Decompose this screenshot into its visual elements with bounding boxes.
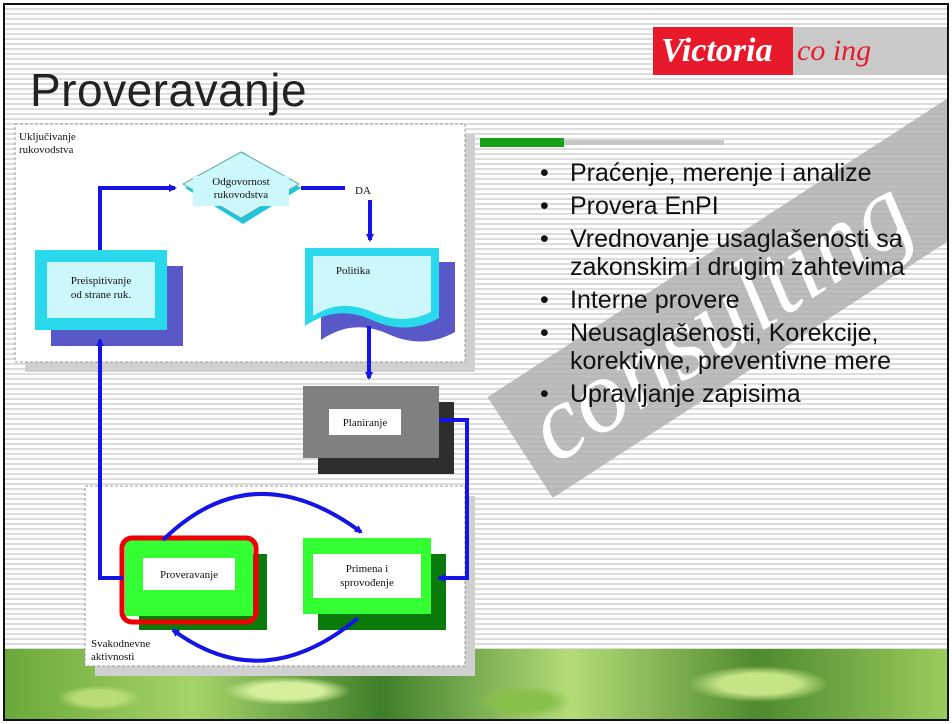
arrow-planiranje-to-primena [437, 418, 469, 582]
label-planiranje: Planiranje [343, 417, 388, 429]
bullet-item: Provera EnPI [540, 192, 920, 220]
label-preispitivanje-1: Preispitivanje [71, 275, 132, 287]
bullet-item: Neusaglašenosti, Korekcije, korektivne, … [540, 319, 920, 375]
logo-brand: Victoria [653, 27, 793, 75]
bullet-item: Praćenje, merenje i analize [540, 159, 920, 187]
slide-title: Proveravanje [30, 64, 308, 116]
label-svakodnevne-2: aktivnosti [91, 651, 134, 663]
label-odgovornost-1: Odgovornost [212, 176, 269, 188]
arrow-preispitivanje-to-odgovornost [98, 184, 177, 250]
label-svakodnevne-1: Svakodnevne [91, 638, 150, 650]
label-preispitivanje-2: od strane ruk. [71, 289, 131, 301]
label-odgovornost-2: rukovodstva [214, 189, 269, 201]
label-primena-2: sprovođenje [340, 577, 394, 589]
slide: consulting Victoria co ing Proveravanje … [3, 3, 949, 721]
primena-inner [313, 554, 421, 598]
proveravanje-inner [143, 558, 235, 590]
label-politika: Politika [336, 265, 370, 277]
label-proveravanje: Proveravanje [160, 569, 218, 581]
bullet-list: Praćenje, merenje i analize Provera EnPI… [540, 159, 920, 413]
accent-grey-bar [564, 140, 724, 145]
logo-suffix: co ing [793, 27, 947, 75]
bullet-item: Vrednovanje usaglašenosti sa zakonskim i… [540, 225, 920, 281]
arrow-proveravanje-to-preispitivanje [96, 338, 123, 580]
label-primena-1: Primena i [346, 563, 388, 575]
bullet-item: Interne provere [540, 286, 920, 314]
diamond-text-bg [193, 176, 289, 206]
label-da: DA [355, 185, 371, 197]
label-ukljucivanje-1: Uključivanje [19, 131, 76, 143]
planiranje-inner [329, 409, 401, 435]
label-ukljucivanje-2: rukovodstva [19, 144, 74, 156]
arrow-proveravanje-to-primena [161, 492, 363, 542]
arrow-primena-to-proveravanje [171, 616, 360, 663]
pdca-diagram: Uključivanje rukovodstva Odgovornost ruk… [13, 122, 483, 685]
politika-inner [313, 256, 431, 319]
bullet-item: Upravljanje zapisima [540, 380, 920, 408]
accent-green-bar [480, 138, 564, 147]
preispitivanje-inner [47, 262, 155, 318]
